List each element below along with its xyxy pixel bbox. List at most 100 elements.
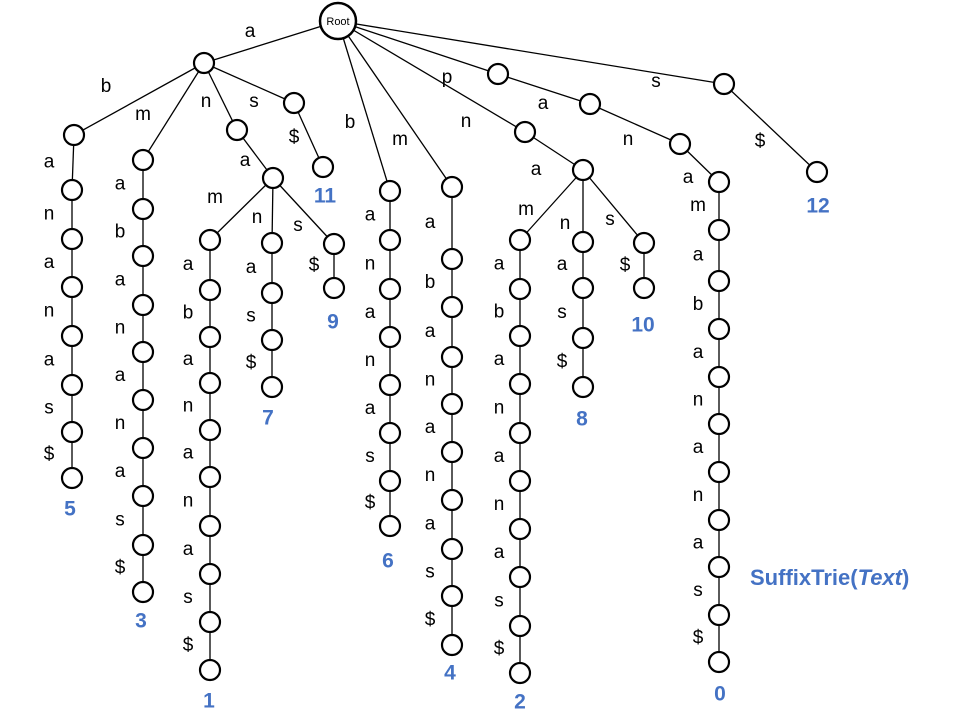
suffix-label: 3 <box>135 610 147 633</box>
trie-node <box>440 488 464 512</box>
root-node: Root <box>318 1 358 41</box>
trie-edge <box>209 177 274 241</box>
edge-label: a <box>425 321 436 342</box>
suffix-label: 6 <box>382 550 394 573</box>
trie-node <box>571 158 595 182</box>
trie-edge <box>337 20 453 188</box>
edge-label: n <box>365 350 376 371</box>
edge-label: a <box>494 542 505 563</box>
trie-node <box>440 392 464 416</box>
trie-node <box>712 72 736 96</box>
edge-label: a <box>183 254 194 275</box>
edge-label: a <box>693 437 704 458</box>
trie-node <box>198 418 222 442</box>
trie-node <box>508 614 532 638</box>
trie-node <box>198 514 222 538</box>
trie-node <box>440 295 464 319</box>
trie-node <box>508 277 532 301</box>
edge-label: a <box>44 350 55 371</box>
trie-edge <box>589 103 681 145</box>
edge-label: $ <box>246 353 257 374</box>
diagram-title: SuffixTrie(Text) <box>750 565 909 590</box>
trie-node <box>707 555 731 579</box>
edge-label: n <box>623 129 634 150</box>
edge-label: $ <box>755 131 766 152</box>
edge-label: $ <box>183 635 194 656</box>
trie-node <box>378 421 402 445</box>
trie-node <box>508 324 532 348</box>
trie-node <box>707 317 731 341</box>
trie-node <box>707 460 731 484</box>
trie-node <box>60 178 84 202</box>
trie-edge <box>73 62 205 136</box>
edge-label: m <box>207 187 223 208</box>
trie-node <box>198 278 222 302</box>
trie-node <box>707 603 731 627</box>
edge-label: b <box>425 272 436 293</box>
title-prefix: SuffixTrie( <box>750 565 858 590</box>
trie-node <box>131 148 155 172</box>
trie-node <box>578 92 602 116</box>
trie-node <box>707 269 731 293</box>
trie-node <box>198 610 222 634</box>
edge-label: $ <box>365 493 376 514</box>
trie-edge <box>142 62 205 161</box>
trie-node <box>311 155 335 179</box>
edge-label: $ <box>494 639 505 660</box>
edge-label: n <box>693 485 704 506</box>
edge-label: a <box>245 21 256 42</box>
edge-label: n <box>201 91 212 112</box>
trie-node <box>322 276 346 300</box>
edge-label: a <box>115 174 126 195</box>
trie-node <box>378 277 402 301</box>
edge-label: b <box>183 303 194 324</box>
edge-label: n <box>560 213 571 234</box>
edge-label: b <box>101 76 112 97</box>
edge-label: n <box>115 413 126 434</box>
trie-node <box>378 373 402 397</box>
edge-label: s <box>249 91 259 112</box>
edge-label: s <box>425 562 435 583</box>
trie-node <box>571 230 595 254</box>
edge-label: n <box>425 465 436 486</box>
trie-node <box>131 484 155 508</box>
trie-node <box>198 371 222 395</box>
edge-label: s <box>693 580 703 601</box>
trie-edge <box>293 102 324 168</box>
trie-node <box>131 436 155 460</box>
trie-node <box>322 232 346 256</box>
edge-label: a <box>425 417 436 438</box>
edge-label: m <box>392 129 408 150</box>
edge-label: n <box>183 491 194 512</box>
trie-node <box>60 420 84 444</box>
trie-node <box>60 324 84 348</box>
edge-label: a <box>365 302 376 323</box>
trie-node <box>60 227 84 251</box>
trie-node <box>707 508 731 532</box>
edge-label: s <box>365 446 375 467</box>
title-suffix: ) <box>902 565 909 590</box>
edge-label: $ <box>557 352 568 373</box>
trie-node <box>805 160 829 184</box>
trie-node <box>440 247 464 271</box>
edge-label: b <box>693 294 704 315</box>
edge-label: a <box>693 342 704 363</box>
edge-label: n <box>494 398 505 419</box>
edge-label: a <box>246 257 257 278</box>
edge-label: a <box>494 349 505 370</box>
edge-label: n <box>461 111 472 132</box>
trie-node <box>131 244 155 268</box>
edge-label: s <box>115 510 125 531</box>
title-italic: Text <box>858 565 904 590</box>
trie-node <box>508 661 532 685</box>
trie-edge <box>203 62 295 104</box>
trie-node <box>508 469 532 493</box>
edge-label: a <box>44 152 55 173</box>
trie-edge <box>337 20 391 192</box>
trie-node <box>440 175 464 199</box>
trie-node <box>707 412 731 436</box>
trie-node <box>632 231 656 255</box>
edge-label: $ <box>425 610 436 631</box>
trie-edge <box>272 177 335 245</box>
